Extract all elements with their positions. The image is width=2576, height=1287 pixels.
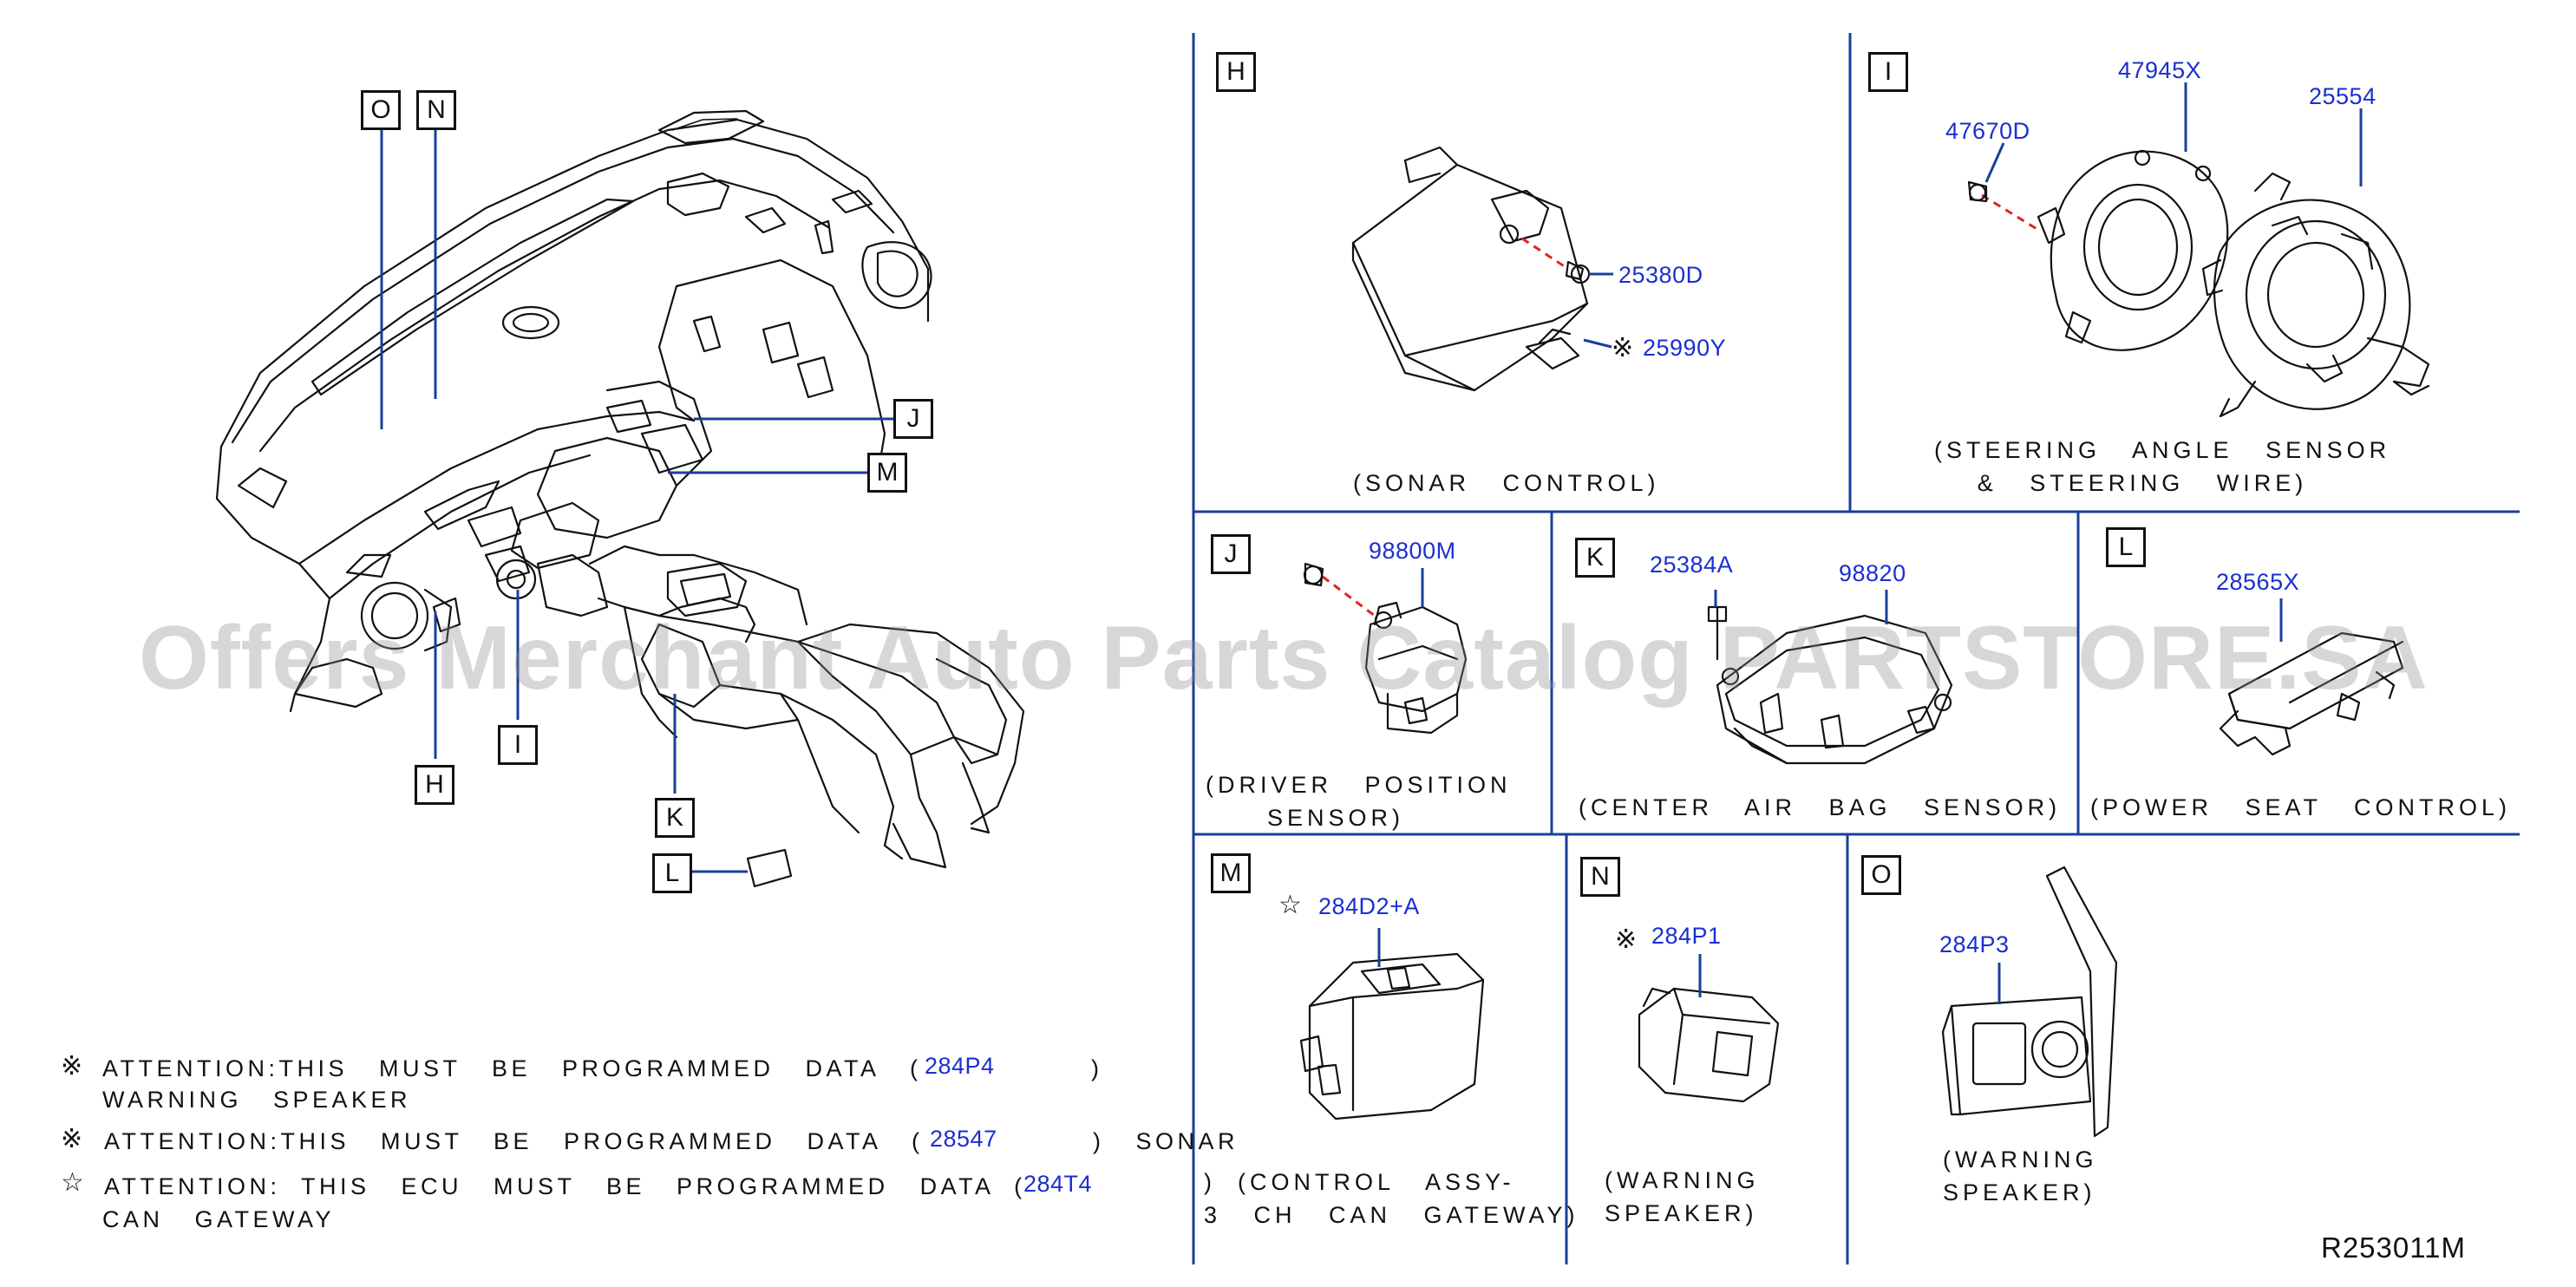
diagram-code: R253011M xyxy=(2321,1231,2466,1264)
kome-mark-symbol: ※ xyxy=(61,1125,83,1153)
note-text: ATTENTION: THIS ECU MUST BE PROGRAMMED D… xyxy=(104,1173,1026,1199)
driver-position-sensor-drawing xyxy=(1303,562,1468,735)
note-part-284p4[interactable]: 284P4 xyxy=(925,1053,995,1079)
note-part-28547[interactable]: 28547 xyxy=(930,1126,997,1152)
note-text: ATTENTION:THIS MUST BE PROGRAMMED DATA ( xyxy=(104,1128,924,1154)
star-mark-symbol: ☆ xyxy=(61,1168,84,1197)
callout-m[interactable]: M xyxy=(867,453,907,493)
part-284d2-a[interactable]: 284D2+A xyxy=(1318,893,1420,919)
panel-m-caption: ) (CONTROL ASSY- 3 CH CAN GATEWAY) xyxy=(1204,1169,1579,1228)
part-25554[interactable]: 25554 xyxy=(2309,83,2377,109)
part-25384a[interactable]: 25384A xyxy=(1650,552,1734,578)
part-47945x[interactable]: 47945X xyxy=(2118,57,2202,83)
panel-m-label: M xyxy=(1211,853,1251,893)
panel-h-caption: (SONAR CONTROL) xyxy=(1353,470,1660,496)
part-25380d[interactable]: 25380D xyxy=(1618,262,1703,288)
note-text-line2: WARNING SPEAKER xyxy=(102,1087,412,1113)
dashboard-illustration xyxy=(215,109,1025,869)
watermark: Offers Merchant Auto Parts Catalog PARTS… xyxy=(139,608,2429,709)
panel-i-label: I xyxy=(1868,52,1908,92)
note-text-line2: CAN GATEWAY xyxy=(102,1206,336,1232)
panel-o-caption: (WARNING SPEAKER) xyxy=(1943,1147,2098,1205)
part-25990y[interactable]: 25990Y xyxy=(1643,335,1727,361)
warning-speaker-n-drawing xyxy=(1638,954,1780,1103)
note-close: ) xyxy=(1091,1055,1103,1081)
note-close: ) SONAR xyxy=(1093,1128,1239,1154)
part-47670d[interactable]: 47670D xyxy=(1945,118,2030,144)
note-part-284t4[interactable]: 284T4 xyxy=(1023,1171,1093,1197)
panel-j-label: J xyxy=(1211,534,1251,574)
panel-l-caption: (POWER SEAT CONTROL) xyxy=(2090,794,2512,820)
callout-l[interactable]: L xyxy=(652,853,692,893)
panel-i-caption: (STEERING ANGLE SENSOR & STEERING WIRE) xyxy=(1934,437,2391,496)
panel-l-label: L xyxy=(2106,527,2146,567)
sonar-control-drawing xyxy=(1351,146,1613,392)
callout-i[interactable]: I xyxy=(498,725,538,765)
part-28565x[interactable]: 28565X xyxy=(2216,569,2300,595)
control-assy-drawing xyxy=(1299,928,1485,1120)
callout-n[interactable]: N xyxy=(416,90,456,130)
kome-mark-symbol: ※ xyxy=(1612,334,1634,363)
part-284p1[interactable]: 284P1 xyxy=(1651,923,1722,949)
panel-j-caption: (DRIVER POSITION SENSOR) xyxy=(1206,772,1512,831)
callout-j[interactable]: J xyxy=(893,399,933,439)
callout-h[interactable]: H xyxy=(415,765,454,805)
callout-o[interactable]: O xyxy=(361,90,401,130)
panel-h-label: H xyxy=(1216,52,1256,92)
panel-grid xyxy=(1192,33,2520,1264)
part-98800m[interactable]: 98800M xyxy=(1369,538,1456,564)
callout-k[interactable]: K xyxy=(655,798,695,838)
steering-angle-sensor-drawing xyxy=(1967,149,2430,418)
center-air-bag-sensor-drawing xyxy=(1707,590,1953,765)
panel-k-caption: (CENTER AIR BAG SENSOR) xyxy=(1579,794,2062,820)
panel-n-label: N xyxy=(1580,857,1620,897)
warning-speaker-o-drawing xyxy=(1941,866,2118,1138)
kome-mark-symbol: ※ xyxy=(1615,925,1638,954)
panel-n-caption: (WARNING SPEAKER) xyxy=(1605,1167,1760,1226)
overview-leader-lines xyxy=(380,130,893,888)
note-text: ATTENTION:THIS MUST BE PROGRAMMED DATA ( xyxy=(102,1055,922,1081)
kome-mark-symbol: ※ xyxy=(61,1052,83,1081)
panel-o-label: O xyxy=(1861,855,1901,895)
panel-k-label: K xyxy=(1575,538,1615,578)
power-seat-control-drawing xyxy=(2219,598,2404,756)
part-284p3[interactable]: 284P3 xyxy=(1939,931,2010,957)
part-98820[interactable]: 98820 xyxy=(1839,560,1906,586)
star-mark-symbol: ☆ xyxy=(1278,891,1302,919)
